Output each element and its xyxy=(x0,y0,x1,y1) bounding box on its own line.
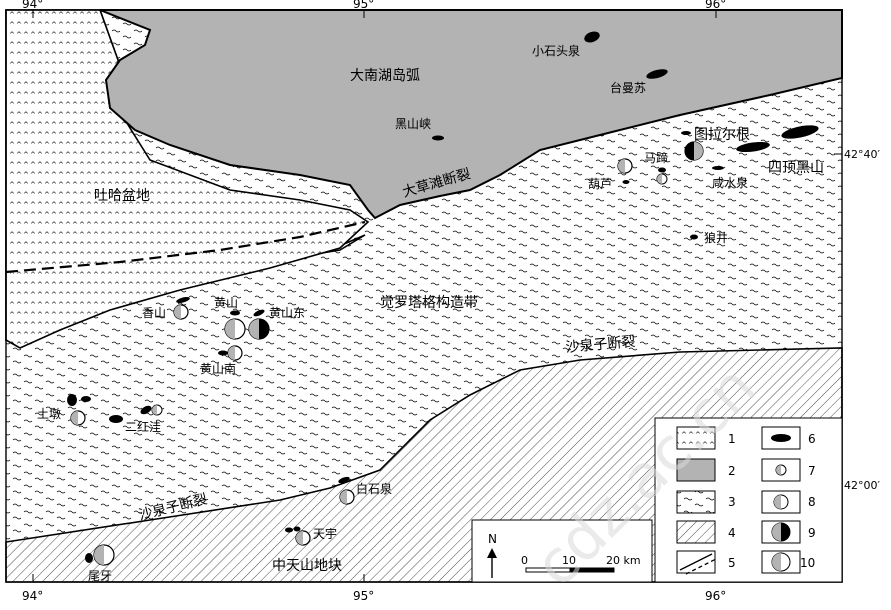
deposit-label-huangshan: 黄山 xyxy=(214,296,238,310)
orebody-symbol xyxy=(230,310,240,316)
lat-tick-4200: 42°00′ xyxy=(844,479,880,492)
deposit-symbol-small xyxy=(656,173,668,185)
legend-label-7: 7 xyxy=(808,464,816,478)
deposit-label-sidingheishan: 四顶黑山 xyxy=(768,160,824,176)
legend-label-1: 1 xyxy=(728,432,736,446)
orebody-symbol xyxy=(85,553,93,563)
deposit-label-xiaoshitouquan: 小石头泉 xyxy=(532,44,580,58)
orebody-symbol xyxy=(285,527,293,533)
orebody-symbol xyxy=(781,125,819,139)
scale-tick-10: 10 xyxy=(562,554,576,567)
lat-tick-4240: 42°40′ xyxy=(844,148,880,161)
deposit-label-huangshannan: 黄山南 xyxy=(200,361,236,376)
orebody-symbol xyxy=(218,350,228,356)
scale-tick-0: 0 xyxy=(521,554,528,567)
legend-swatch-5 xyxy=(676,550,717,575)
orebody-symbol xyxy=(140,405,152,415)
legend-label-5: 5 xyxy=(728,556,736,570)
deposit-label-tudun: 土墩 xyxy=(37,407,61,421)
orebody-symbol xyxy=(293,526,301,532)
deposit-symbol-large xyxy=(93,544,115,566)
deposit-label-xianshuiquan: 咸水泉 xyxy=(712,176,748,190)
legend-label-3: 3 xyxy=(728,495,736,509)
deposit-symbol-small xyxy=(151,404,163,416)
orebody-symbol xyxy=(622,180,630,184)
orebody-symbol xyxy=(681,131,691,135)
deposit-label-taimansu: 台曼苏 xyxy=(610,80,646,95)
legend-label-10: 10 xyxy=(800,556,815,570)
deposit-label-xiangshan: 香山 xyxy=(142,306,166,320)
lon-tick-94: 94° xyxy=(22,0,43,11)
deposit-label-huangshandong: 黄山东 xyxy=(269,306,305,320)
lon-tick-94-bottom: 94° xyxy=(22,589,43,603)
legend-label-2: 2 xyxy=(728,464,736,478)
deposit-label-langjing: 狼井 xyxy=(704,230,728,245)
orebody-symbol xyxy=(432,135,444,141)
orebody-symbol xyxy=(109,415,123,423)
lon-tick-96-bottom: 96° xyxy=(705,589,726,603)
deposit-label-tianyu: 天宇 xyxy=(313,527,337,541)
orebody-symbol xyxy=(176,296,190,304)
deposit-symbol-medium xyxy=(339,489,355,505)
legend-swatch-3 xyxy=(676,490,716,514)
legend-swatch-8 xyxy=(761,490,801,514)
lon-tick-96: 96° xyxy=(705,0,726,11)
orebody-symbol xyxy=(690,234,698,240)
deposit-label-baishiquan: 白石泉 xyxy=(356,481,392,496)
deposit-label-heishanxia: 黑山峡 xyxy=(395,117,431,131)
inferred-fault xyxy=(5,220,366,274)
orebody-symbol xyxy=(338,476,350,484)
orebody-symbol xyxy=(253,309,265,317)
legend-label-8: 8 xyxy=(808,495,816,509)
orebody-symbol xyxy=(658,167,666,173)
fault-shaquanzi-east: 沙泉子断裂 xyxy=(565,333,636,356)
deposit-symbol-medium xyxy=(295,530,311,546)
region-belt: 觉罗塔格构造带 xyxy=(380,295,478,311)
deposit-label-hulu: 葫芦 xyxy=(588,177,612,191)
orebody-symbol xyxy=(646,69,668,79)
lon-tick-95-bottom: 95° xyxy=(353,589,374,603)
island-arc-area xyxy=(99,9,843,220)
orebody-symbol xyxy=(584,31,600,43)
deposit-symbol-large xyxy=(224,318,246,340)
legend-swatch-9 xyxy=(761,520,801,544)
deposit-label-tulaergen: 图拉尔根 xyxy=(694,127,750,143)
deposit-label-mati: 马蹄 xyxy=(644,150,668,165)
legend-label-4: 4 xyxy=(728,526,736,540)
north-arrow-label: N xyxy=(488,532,497,546)
legend-swatch-1 xyxy=(676,426,716,450)
deposit-symbol-medium xyxy=(227,345,243,361)
map-frame xyxy=(5,9,843,583)
deposit-label-weiya: 尾牙 xyxy=(88,569,112,583)
legend-swatch-2 xyxy=(676,458,716,482)
deposit-label-erhongwa: 二红洼 xyxy=(125,419,161,434)
lon-tick-95: 95° xyxy=(353,0,374,11)
deposit-symbol-medium xyxy=(617,158,633,174)
orebody-symbol xyxy=(81,396,91,402)
region-basin: 吐哈盆地 xyxy=(94,188,150,204)
deposit-symbol-large xyxy=(684,141,704,161)
legend-swatch-10 xyxy=(761,550,801,574)
legend-swatch-7 xyxy=(761,458,801,482)
scale-tick-20: 20 km xyxy=(606,554,641,567)
deposit-symbol-medium xyxy=(70,410,86,426)
orebody-symbol xyxy=(736,141,770,153)
orebody-symbol xyxy=(712,166,724,170)
deposit-symbol-large xyxy=(248,318,270,340)
legend-label-9: 9 xyxy=(808,526,816,540)
legend-swatch-4 xyxy=(676,520,716,544)
orebody-symbol xyxy=(67,394,77,406)
legend-label-6: 6 xyxy=(808,432,816,446)
region-block: 中天山地块 xyxy=(272,558,342,574)
legend-swatch-6 xyxy=(761,426,801,450)
deposit-symbol-medium xyxy=(173,304,189,320)
scale-bar xyxy=(525,567,615,573)
north-arrow-icon xyxy=(487,548,497,578)
region-lake-arc: 大南湖岛弧 xyxy=(350,68,420,84)
